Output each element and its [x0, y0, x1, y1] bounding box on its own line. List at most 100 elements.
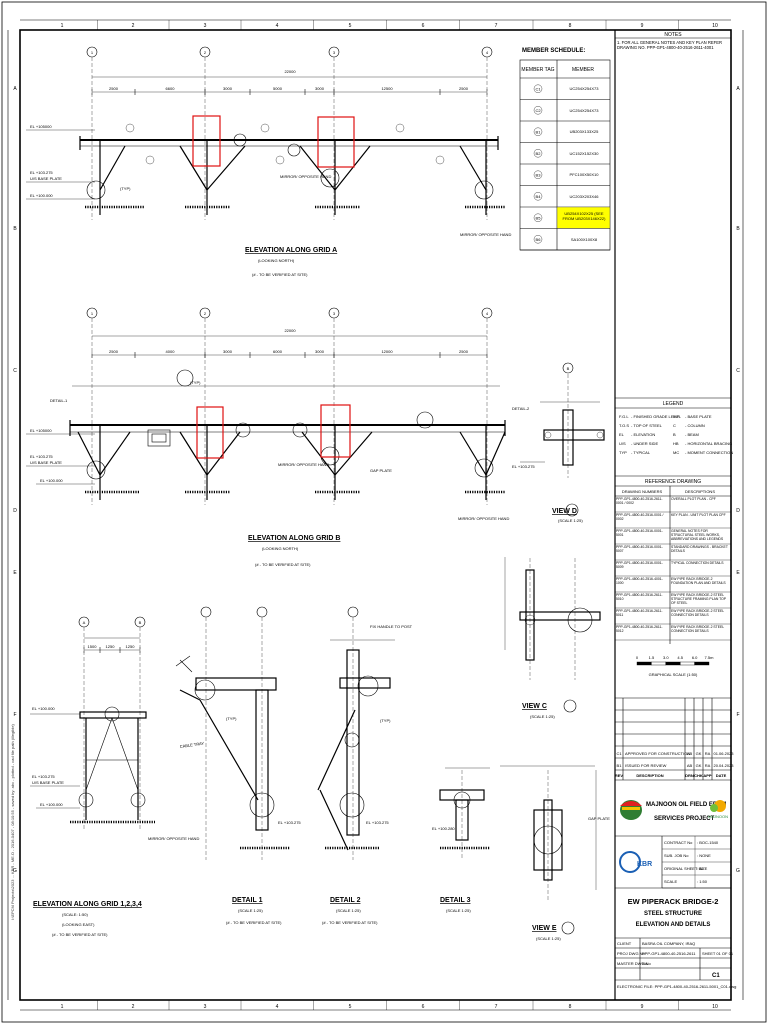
master-value: NA	[642, 961, 648, 966]
plot-path-text: I:\EPCM Projects\2023 ... KBR - ME.O - 2…	[10, 723, 15, 920]
legend-abbr: F.G.L	[619, 414, 629, 419]
legend-desc: - TYPICAL	[631, 450, 651, 455]
grid-label: 3	[333, 311, 336, 316]
elev-c-el-tos: EL +103.275	[32, 774, 55, 779]
project-line2: SERVICES PROJECT	[654, 816, 715, 822]
row-marker: E	[736, 570, 740, 576]
scale-tick: 6.0	[692, 655, 698, 660]
ref-drawing-no: PPP-GP1-4800-40-2516-2611-5011	[616, 609, 663, 617]
elev-b-gap-plate: GAP PLATE	[370, 468, 392, 473]
elev-a-el-tos-note: U/S BASE PLATE	[30, 176, 62, 181]
legend-abbr: T.O.S	[619, 423, 629, 428]
dimension-value: 1250	[126, 644, 136, 649]
legend-abbr: C	[673, 423, 676, 428]
ref-description: STANDARD DRAWINGS - BRACKET DETAILS	[671, 545, 728, 553]
elev-b-title: ELEVATION ALONG GRID B	[248, 535, 340, 542]
revision-header: DATE	[716, 773, 727, 778]
detail1-sub: (SCALE 1:25)	[238, 908, 263, 913]
member-tag: C1	[535, 86, 541, 91]
ref-drawing-no: PPP-GP1-4800-40-2516-2611-0001 / 0002	[616, 497, 663, 505]
ref-description: GENERAL NOTES FOR STRUCTURAL STEEL WORKS…	[671, 529, 724, 541]
col-marker: 4	[276, 23, 279, 29]
legend-abbr: TYP	[619, 450, 627, 455]
markup-box	[192, 115, 221, 167]
elev-c-sub2: (LOOKING EAST)	[62, 922, 95, 927]
member-tag-bubble	[533, 213, 543, 222]
revision-header: DRN	[685, 773, 694, 778]
col-marker: 2	[132, 23, 135, 29]
ms-header-tag: MEMBER TAG	[521, 67, 554, 73]
revision-cell: 01.06.2023	[714, 751, 735, 756]
member-tag: B2	[536, 151, 542, 156]
info-value: : NONE	[697, 853, 711, 858]
dimension-value: 4000	[166, 349, 176, 354]
elev-b-sub1: (LOOKING NORTH)	[262, 546, 299, 551]
revision-cell: APPROVED FOR CONSTRUCTION	[625, 751, 690, 756]
grid-label: 2	[204, 50, 207, 55]
grid-label: 4	[486, 50, 489, 55]
client-value: BASRA OIL COMPANY, IRAQ	[642, 941, 695, 946]
elev-a-mirror-note: MIRROR/ OPPOSITE HAND	[280, 174, 331, 179]
member-tag-bubble	[533, 84, 543, 93]
row-marker: G	[13, 868, 17, 874]
dimension-value: 3000	[315, 349, 325, 354]
doc-value: PPP-GP1-4800-40-2516-2611	[642, 951, 696, 956]
row-marker: F	[13, 712, 16, 718]
notes-text: 1. FOR ALL GENERAL NOTES AND KEY PLAN RE…	[617, 40, 723, 50]
elev-a-typ: (TYP)	[120, 186, 131, 191]
ref-description: EW PIPE RACK BRIDGE-2 STEEL CONNECTION D…	[671, 625, 725, 633]
grid-label: 3	[333, 50, 336, 55]
elev-b-sub2: (# - TO BE VERIFIED AT SITE)	[255, 562, 311, 567]
revision-header: CHK	[694, 773, 703, 778]
svg-text:B: B	[139, 620, 142, 625]
col-marker: 1	[61, 1004, 64, 1010]
view-d-title: VIEW D	[552, 508, 577, 515]
col-marker: 9	[641, 1004, 644, 1010]
detail1-note: (# - TO BE VERIFIED AT SITE)	[226, 920, 282, 925]
row-marker: G	[736, 868, 740, 874]
ref-description: EW PIPE RACK BRIDGE-2 FOUNDATION PLAN AN…	[671, 577, 726, 585]
legend-desc: - ELEVATION	[631, 432, 655, 437]
view-c-title: VIEW C	[522, 703, 547, 710]
member-section: UB254X102X25 (SEE FROM UB203X146X22)	[562, 211, 606, 221]
member-tag-bubble	[533, 149, 543, 158]
grid-label: 1	[91, 311, 94, 316]
legend-desc: - FINISHED GRADE LEVEL	[631, 414, 682, 419]
elev-a-dim-total: 22000	[284, 69, 296, 74]
ref-header-desc: DESCRIPTIONS	[685, 489, 715, 494]
detail2-el: EL +103.275	[366, 820, 389, 825]
kbr-logo-icon: KBR	[619, 851, 652, 873]
member-section: UC254X254X73	[569, 107, 599, 113]
elev-c-el-top: EL +100.000	[32, 706, 55, 711]
view-d-sub: (SCALE 1:25)	[558, 518, 583, 523]
ref-description: EW PIPE RACK BRIDGE-2 STEEL CONNECTION D…	[671, 609, 725, 617]
ref-description: OVERALL PLOT PLAN - CPF	[671, 497, 716, 501]
kbr-logo-text: KBR	[637, 861, 652, 868]
dimension-value: 2500	[459, 86, 469, 91]
col-marker: 2	[132, 1004, 135, 1010]
ref-description: TYPICAL CONNECTION DETAILS	[671, 561, 724, 565]
sheet-value: SHEET 01 OF 01	[702, 951, 734, 956]
col-marker: 4	[276, 1004, 279, 1010]
detail-1: CABLE TRAY (TYP) EL +103.275 DETAIL 1 (S…	[175, 606, 301, 925]
ref-drawing-no: PPP-GP1-4800-40-2516-0001 / 0002	[616, 513, 664, 521]
row-marker: D	[736, 508, 740, 514]
member-section: UC152X152X30	[569, 150, 599, 156]
title-line2: STEEL STRUCTURE	[644, 911, 702, 917]
scale-tick: 1.5	[649, 655, 655, 660]
info-label: CONTRACT No	[664, 840, 693, 845]
elev-a-mirror-note2: MIRROR/ OPPOSITE HAND	[460, 232, 511, 237]
col-marker: 8	[569, 23, 572, 29]
detail2-note: (# - TO BE VERIFIED AT SITE)	[322, 920, 378, 925]
dimension-value: 12000	[381, 349, 393, 354]
client-block: MAJNOON OIL FIELD EPCM SERVICES PROJECT …	[615, 800, 731, 837]
elev-b-mirror-note: MIRROR/ OPPOSITE HAND	[278, 462, 329, 467]
svg-text:A: A	[83, 620, 86, 625]
dimension-value: 6600	[166, 86, 176, 91]
elev-b-detail-label: DETAIL-1	[50, 398, 68, 403]
